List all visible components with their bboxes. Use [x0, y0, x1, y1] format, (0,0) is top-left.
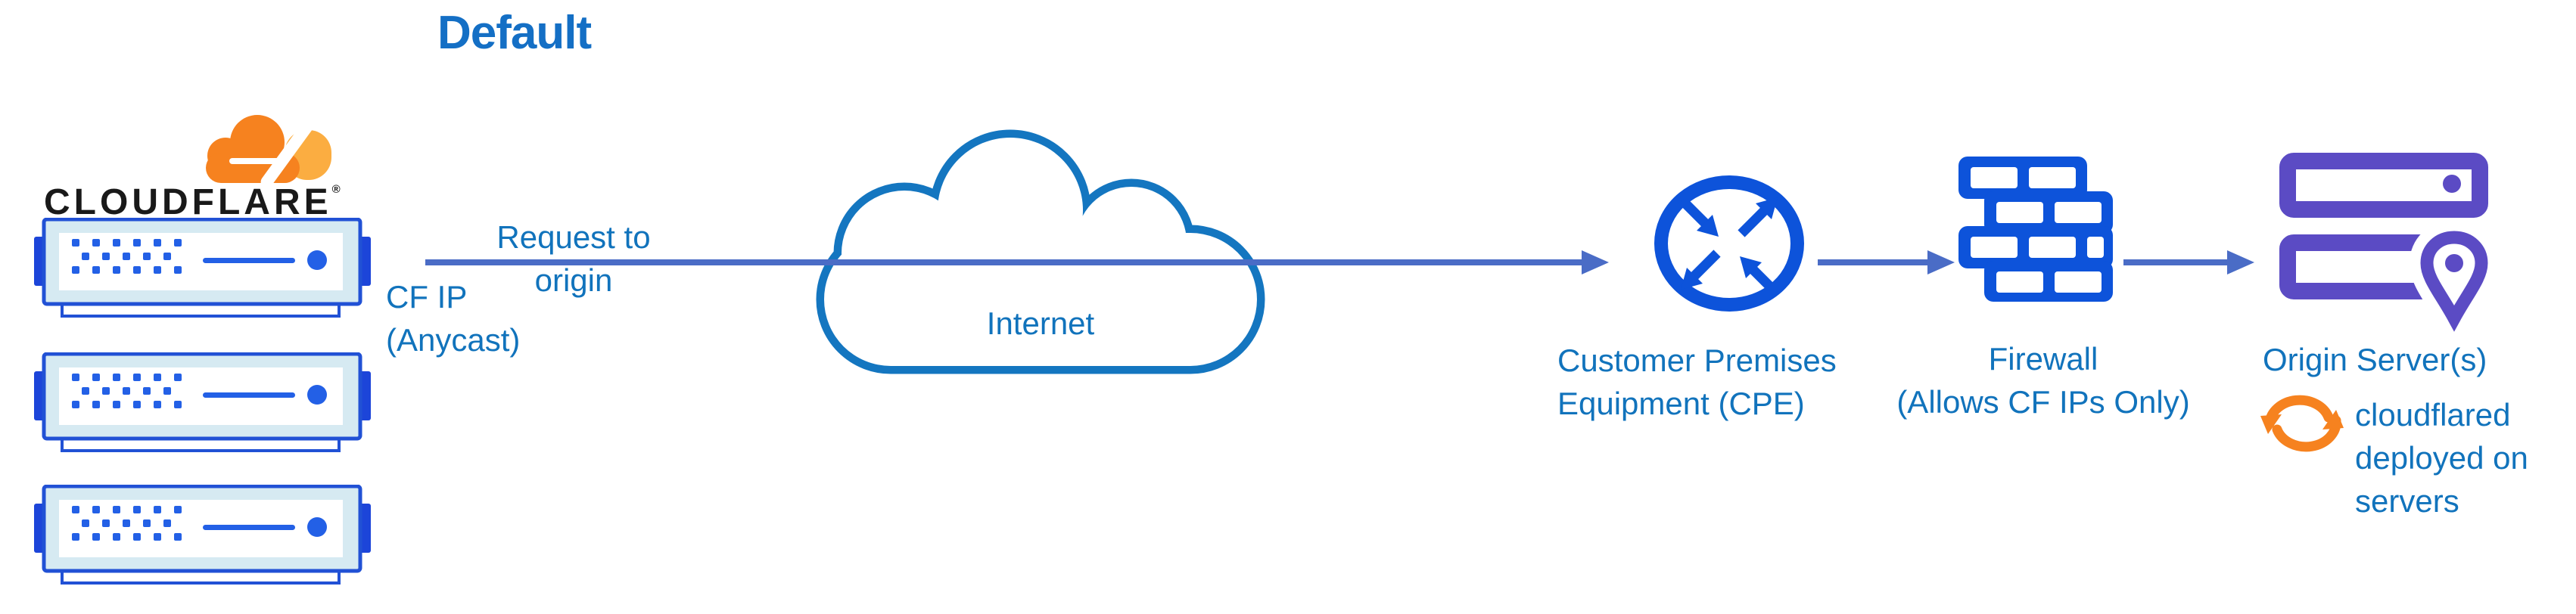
- cloudflared-note: cloudflared deployed on servers: [2355, 397, 2528, 519]
- cloudflare-wordmark-text: CLOUDFLARE: [44, 182, 332, 222]
- page-title: Default: [437, 7, 592, 59]
- internet-label: Internet: [986, 305, 1095, 341]
- firewall-icon: [1958, 157, 2113, 302]
- cpe-router-icon: [1654, 175, 1804, 312]
- edge-server-icon: [34, 485, 371, 585]
- sync-arrows-icon: [2260, 395, 2344, 452]
- edge-server-icon: [34, 218, 371, 318]
- registered-mark: ®: [331, 183, 341, 196]
- cloudflare-cloud-icon: [206, 114, 331, 185]
- edge-server-icon: [34, 352, 371, 452]
- cloudflare-wordmark: CLOUDFLARE®: [44, 181, 354, 223]
- internet-cloud-icon: [816, 129, 1265, 374]
- request-to-origin-label: Request to origin: [496, 219, 651, 299]
- cf-ip-anycast-label: CF IP (Anycast): [386, 279, 521, 358]
- origin-servers-label: Origin Server(s): [2263, 342, 2487, 377]
- cpe-label: Customer Premises Equipment (CPE): [1557, 343, 1837, 422]
- location-pin-icon: [2409, 219, 2497, 333]
- firewall-label: Firewall (Allows CF IPs Only): [1896, 341, 2190, 420]
- origin-servers-icon: [2279, 153, 2497, 333]
